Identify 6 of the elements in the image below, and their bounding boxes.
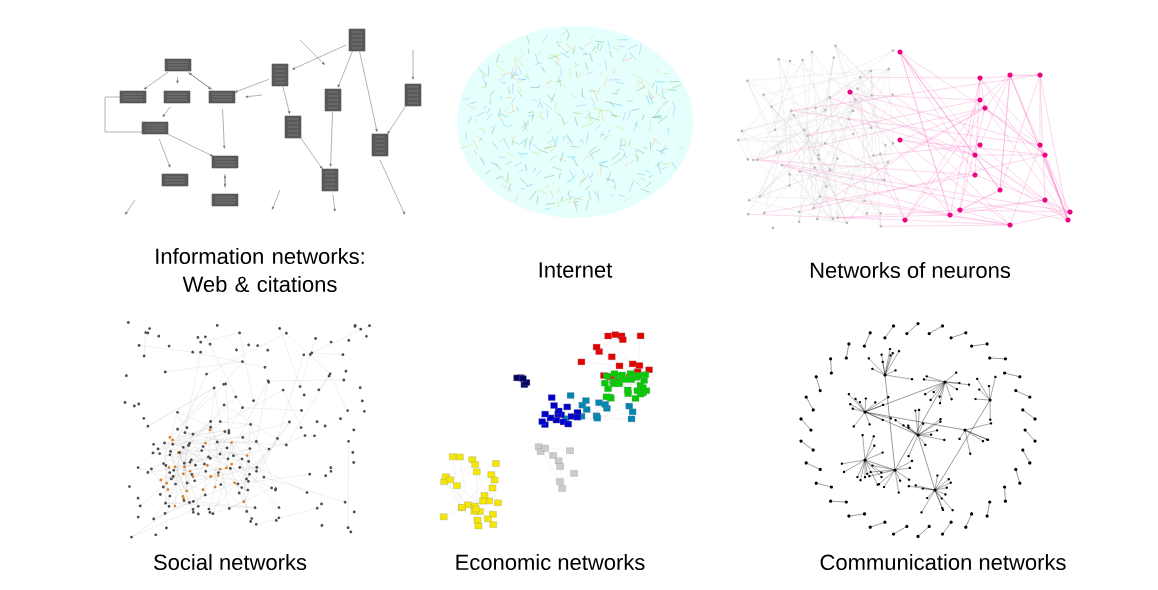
caption: Networks of neurons	[810, 261, 1011, 279]
caption: Economic networks	[456, 553, 645, 571]
caption: Information networks: Web & citations	[156, 247, 364, 293]
caption: Social networks	[154, 553, 307, 571]
caption: Communication networks	[820, 553, 1066, 571]
caption: Internet	[539, 262, 613, 278]
